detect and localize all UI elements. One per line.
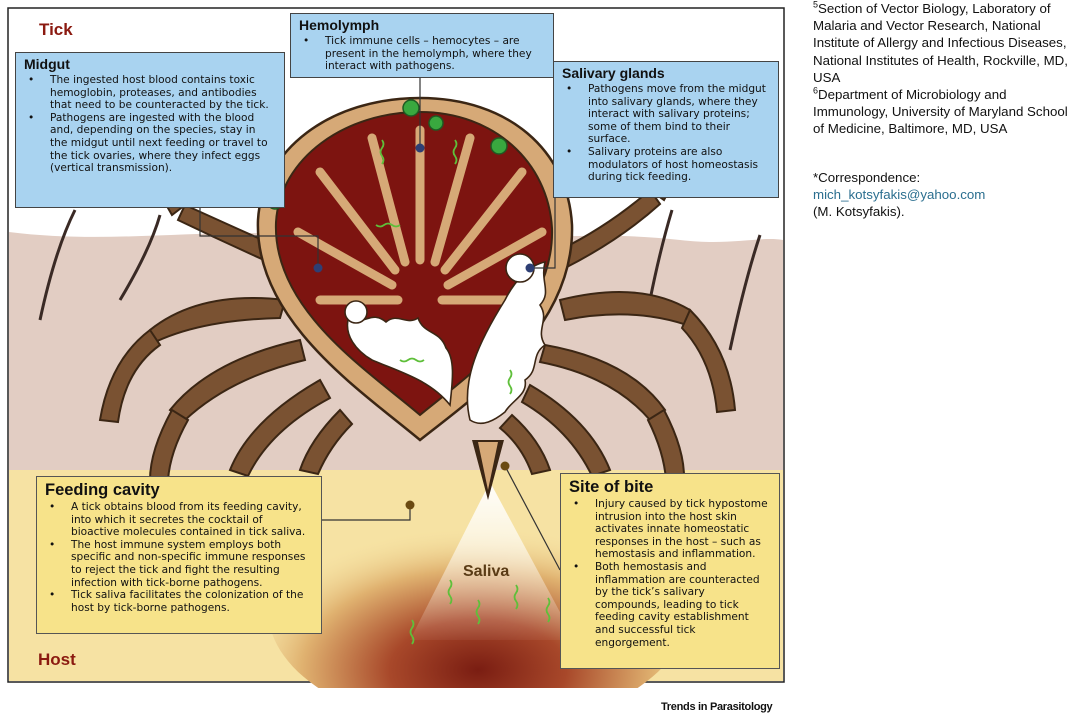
feeding-cavity-item: The host immune system employs both spec… — [49, 539, 313, 589]
feeding-cavity-list: A tick obtains blood from its feeding ca… — [45, 501, 313, 614]
skin-hairs — [38, 209, 762, 351]
hypostome-inner — [478, 442, 498, 490]
hemolymph-item: Tick immune cells – hemocytes – are pres… — [303, 35, 545, 73]
salivary-glands-title: Salivary glands — [562, 65, 665, 81]
midgut-item: Pathogens are ingested with the blood an… — [28, 112, 276, 175]
saliva-label: Saliva — [463, 563, 510, 580]
affiliation-6: 6Department of Microbiology and Immunolo… — [813, 86, 1075, 138]
hemolymph-callout: Hemolymph Tick immune cells – hemocytes … — [290, 13, 554, 78]
host-region-label: Host — [38, 650, 76, 669]
correspondence-email[interactable]: mich_kotsyfakis@yahoo.com — [813, 186, 986, 202]
hemolymph-title: Hemolymph — [299, 17, 380, 33]
feeding-cavity-item: Tick saliva facilitates the colonization… — [49, 589, 313, 614]
callout-lines — [199, 78, 561, 571]
hemolymph-list: Tick immune cells – hemocytes – are pres… — [299, 35, 545, 73]
midgut-item: The ingested host blood contains toxic h… — [28, 74, 276, 112]
salivary-glands-item: Pathogens move from the midgut into sali… — [566, 83, 770, 146]
callout-dots — [313, 143, 535, 273]
feeding-cavity-callout: Feeding cavity A tick obtains blood from… — [36, 476, 322, 634]
midgut-title: Midgut — [24, 56, 70, 72]
salivary-glands-item: Salivary proteins are also modulators of… — [566, 146, 770, 184]
feeding-cavity-item: A tick obtains blood from its feeding ca… — [49, 501, 313, 539]
site-of-bite-callout: Site of bite Injury caused by tick hypos… — [560, 473, 780, 669]
site-of-bite-list: Injury caused by tick hypostome intrusio… — [569, 498, 771, 649]
site-of-bite-title: Site of bite — [569, 478, 654, 496]
affiliations: 5Section of Vector Biology, Laboratory o… — [813, 0, 1075, 220]
affiliation-5-number: 5 — [813, 0, 819, 10]
salivary-glands-list: Pathogens move from the midgut into sali… — [562, 83, 770, 184]
site-of-bite-item: Both hemostasis and inflammation are cou… — [573, 561, 771, 649]
correspondence-author: (M. Kotsyfakis). — [813, 204, 905, 220]
affiliation-6-text: Department of Microbiology and Immunolog… — [813, 87, 1068, 137]
affiliation-5-text: Section of Vector Biology, Laboratory of… — [813, 1, 1068, 85]
tick-region-label: Tick — [39, 20, 73, 39]
salivary-glands-callout: Salivary glands Pathogens move from the … — [553, 61, 779, 198]
salivary-glands — [344, 253, 547, 425]
midgut-list: The ingested host blood contains toxic h… — [24, 74, 276, 175]
tick-feeding-diagram: Tick Host Hemolymph Tick immune cells – … — [0, 0, 792, 688]
feeding-cavity-title: Feeding cavity — [45, 481, 160, 499]
correspondence-label: *Correspondence: — [813, 169, 921, 185]
callout-dots-host — [405, 461, 510, 510]
affiliation-6-number: 6 — [813, 85, 819, 96]
journal-source-logo: Trends in Parasitology — [661, 701, 773, 713]
affiliation-5: 5Section of Vector Biology, Laboratory o… — [813, 0, 1075, 86]
pathogens — [375, 139, 551, 645]
midgut-callout: Midgut The ingested host blood contains … — [15, 52, 285, 208]
site-of-bite-item: Injury caused by tick hypostome intrusio… — [573, 498, 771, 561]
